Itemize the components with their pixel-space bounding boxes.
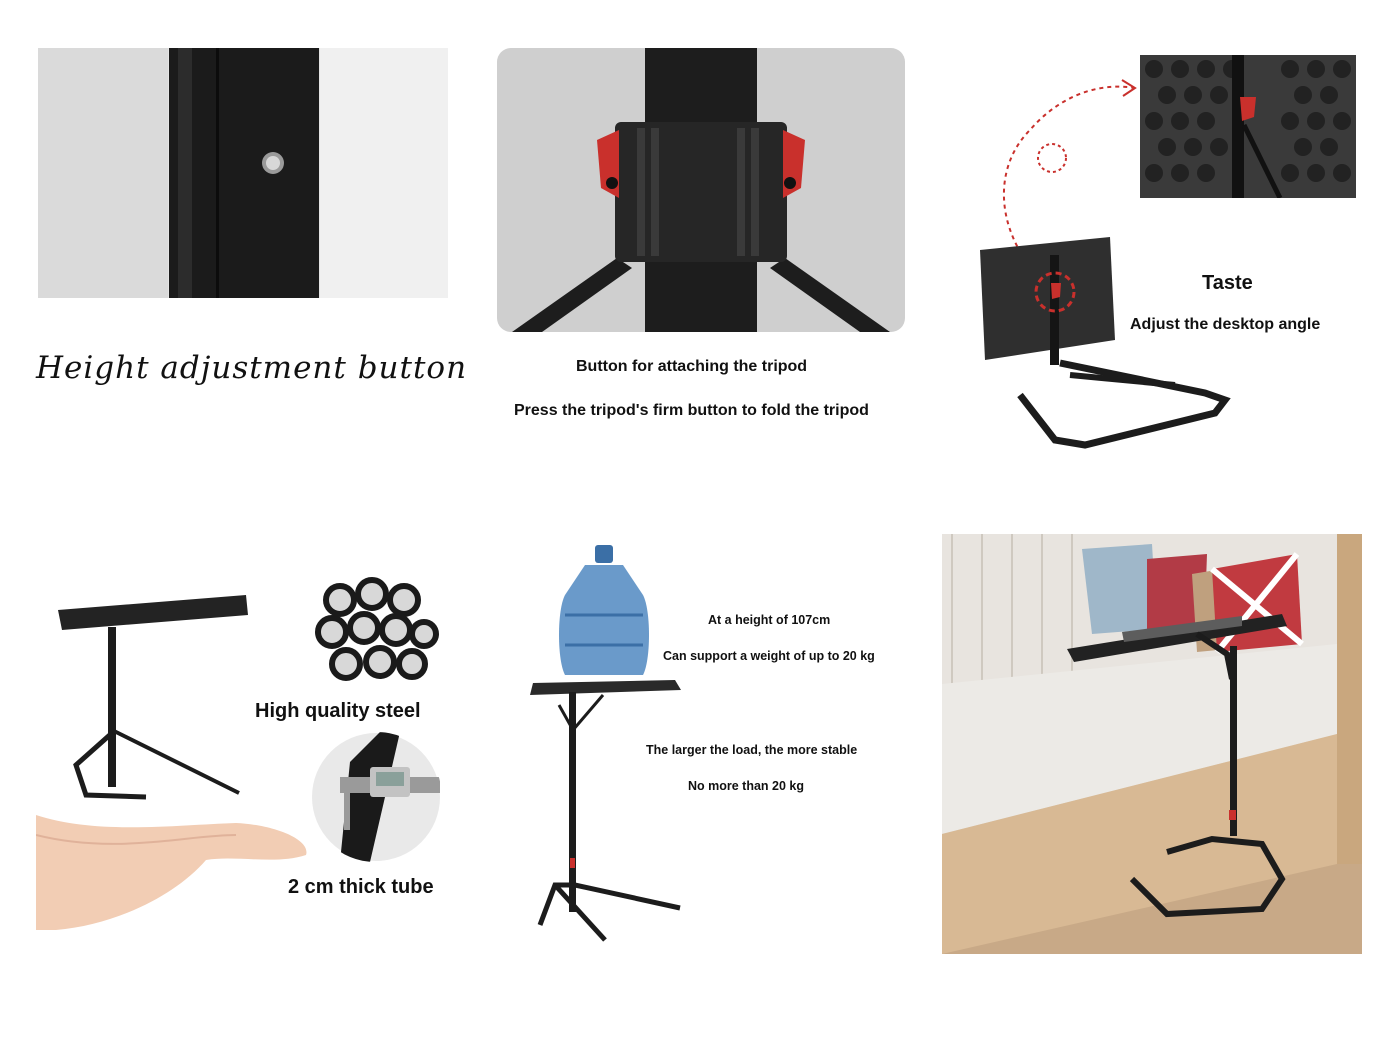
steel-label: High quality steel: [255, 700, 421, 722]
angle-subtitle: Adjust the desktop angle: [1130, 316, 1321, 333]
tilted-desk-photo: [975, 235, 1235, 450]
tripod-caption-1: Button for attaching the tripod: [576, 358, 808, 375]
load-line-4: No more than 20 kg: [688, 779, 804, 793]
load-line-2: Can support a weight of up to 20 kg: [663, 649, 875, 663]
dashed-arrow: [1003, 79, 1137, 291]
load-line-1: At a height of 107cm: [708, 613, 831, 627]
bedroom-scene-photo: [942, 534, 1362, 954]
water-jug-table-photo: [525, 540, 690, 950]
caliper-photo: [310, 732, 442, 862]
load-line-3: The larger the load, the more stable: [646, 743, 858, 757]
hand-holding-table-photo: [36, 535, 314, 935]
tripod-button-photo: [497, 48, 905, 332]
steel-tubes-photo: [310, 570, 442, 692]
tripod-caption-2: Press the tripod's firm button to fold t…: [514, 402, 869, 419]
angle-title: Taste: [1202, 272, 1253, 294]
height-button-caption: Height adjustment button: [36, 350, 468, 386]
angle-detail-photo: [1140, 55, 1356, 198]
tube-label: 2 cm thick tube: [288, 876, 434, 898]
height-button-photo: [38, 48, 448, 298]
